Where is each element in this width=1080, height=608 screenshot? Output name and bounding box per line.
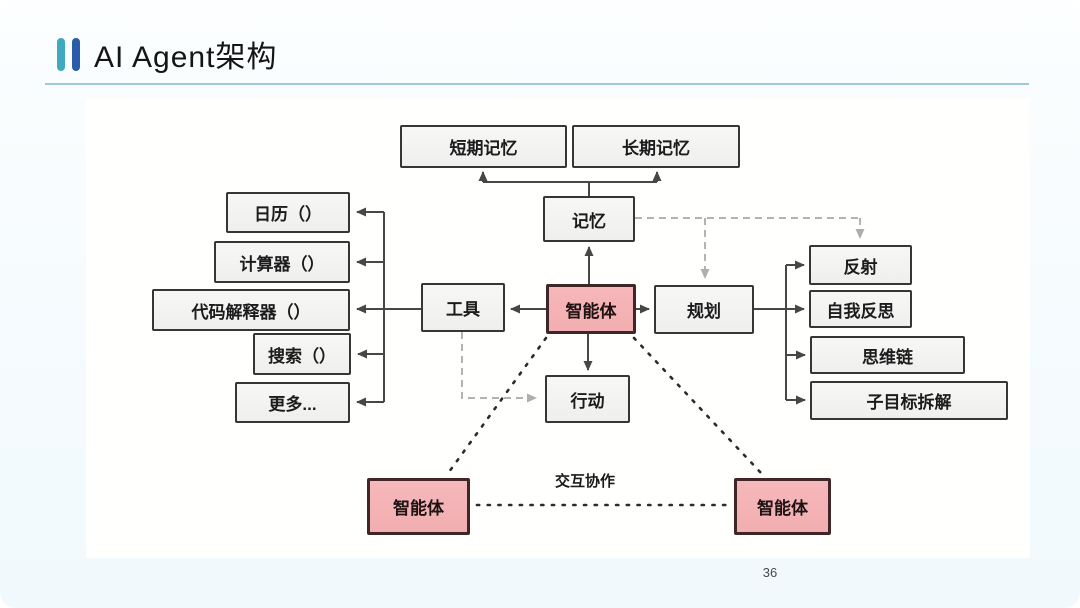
node-subgoal-decomposition: 子目标拆解: [810, 381, 1008, 420]
title-accent-bar-blue: [72, 38, 80, 71]
title-accent-bar-teal: [57, 38, 65, 71]
page-title: AI Agent架构: [94, 41, 278, 74]
node-agent-left: 智能体: [367, 478, 470, 535]
node-tool-code-interpreter: 代码解释器（）: [152, 289, 350, 331]
node-long-term-memory: 长期记忆: [572, 125, 740, 168]
node-tool-more: 更多...: [235, 382, 350, 423]
node-planning-hub: 规划: [654, 285, 754, 334]
node-agent-right: 智能体: [734, 478, 831, 535]
page-number: 36: [762, 565, 778, 580]
node-tool-calendar: 日历（）: [226, 192, 350, 233]
node-short-term-memory: 短期记忆: [400, 125, 567, 168]
slide-header: AI Agent架构: [0, 0, 1080, 90]
node-agent-center: 智能体: [546, 284, 636, 334]
node-self-reflection: 自我反思: [809, 290, 912, 328]
title-underline: [45, 83, 1029, 85]
collaboration-label: 交互协作: [554, 473, 615, 490]
node-tool-calculator: 计算器（）: [214, 241, 350, 283]
node-chain-of-thought: 思维链: [810, 336, 965, 374]
node-reflection: 反射: [809, 245, 912, 285]
node-tool-search: 搜索（）: [253, 333, 351, 375]
node-tools-hub: 工具: [421, 283, 505, 332]
node-memory: 记忆: [543, 196, 635, 242]
node-action: 行动: [545, 375, 630, 423]
